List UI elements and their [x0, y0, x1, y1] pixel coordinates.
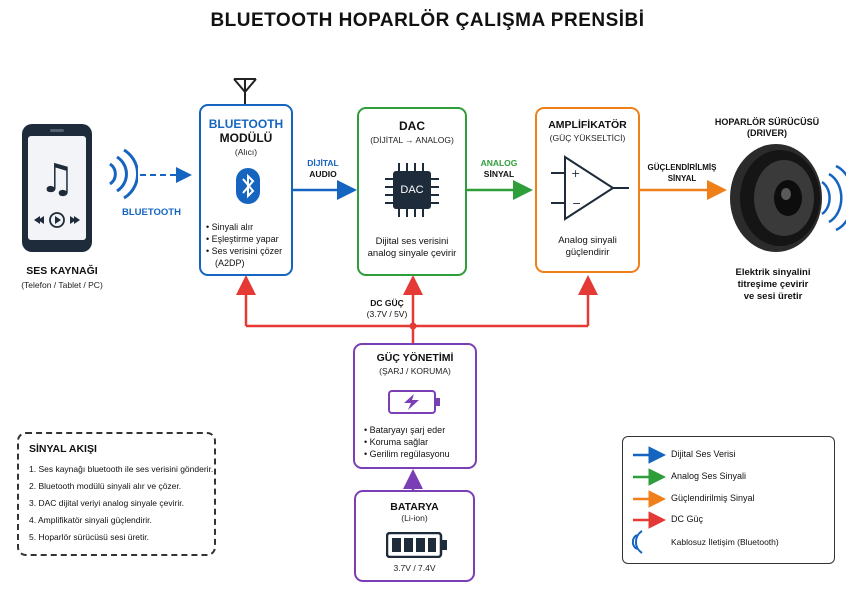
- list-item: • Bataryayı şarj eder: [364, 425, 446, 435]
- legend-item-analog: Analog Ses Sinyali: [671, 471, 747, 481]
- svg-text:♫: ♫: [39, 156, 75, 202]
- list-item: 5. Hoparlör sürücüsü sesi üretir.: [29, 532, 149, 542]
- list-item: 3. DAC dijital veriyi analog sinyale çev…: [29, 498, 184, 508]
- source-subtitle: (Telefon / Tablet / PC): [21, 280, 103, 290]
- legend-item-digital: Dijital Ses Verisi: [671, 449, 736, 459]
- bluetooth-link-label: BLUETOOTH: [122, 207, 181, 218]
- source-title: SES KAYNAĞI: [26, 265, 98, 277]
- power-subtitle: (ŞARJ / KORUMA): [379, 366, 451, 376]
- list-item: (A2DP): [215, 258, 245, 268]
- dc-junction: [409, 322, 417, 330]
- dac-chip-label: DAC: [400, 184, 424, 196]
- battery-title: BATARYA: [390, 501, 439, 513]
- dac-subtitle: (DİJİTAL → ANALOG): [370, 135, 454, 145]
- amplifier-icon: + −: [551, 155, 629, 221]
- antenna-icon: [233, 78, 257, 105]
- speaker-subtitle: (DRIVER): [747, 128, 787, 138]
- dac-title: DAC: [399, 119, 425, 133]
- page-title: BLUETOOTH HOPARLÖR ÇALIŞMA PRENSİBİ: [210, 10, 645, 31]
- dc-power-label: DC GÜÇ (3.7V / 5V): [366, 298, 408, 319]
- legend-box: Dijital Ses Verisi Analog Ses Sinyali Gü…: [622, 436, 835, 564]
- digital-audio-label: DİJİTAL AUDIO: [307, 158, 339, 179]
- chip-icon: [385, 163, 439, 217]
- amplified-signal-label: GÜÇLENDİRİLMİŞ SİNYAL: [647, 163, 717, 183]
- signal-flow-box: SİNYAL AKIŞI 1. Ses kaynağı bluetooth il…: [17, 432, 216, 556]
- bt-module-title-line2: MODÜLÜ: [219, 131, 273, 145]
- dac-box: DAC (DİJİTAL → ANALOG) DAC Dijital ses v…: [357, 107, 467, 276]
- legend-item-amplified: Güçlendirilmiş Sinyal: [671, 493, 755, 503]
- charging-battery-icon: [388, 390, 440, 414]
- signal-flow-title: SİNYAL AKIŞI: [29, 443, 97, 455]
- battery-subtitle: (Li-ion): [401, 513, 428, 523]
- bluetooth-icon: [236, 168, 260, 204]
- list-item: • Sinyali alır: [206, 222, 254, 232]
- amplifier-box: AMPLİFİKATÖR (GÜÇ YÜKSELTİCİ) + − Analog…: [535, 107, 640, 273]
- legend-item-wireless: Kablosuz İletişim (Bluetooth): [671, 537, 779, 547]
- battery-voltage: 3.7V / 7.4V: [393, 563, 436, 573]
- legend-item-dc: DC Güç: [671, 514, 704, 524]
- wireless-icon: [631, 530, 643, 554]
- speaker-description: Elektrik sinyalini titreşime çevirir ve …: [735, 267, 811, 302]
- source-label: SES KAYNAĞI (Telefon / Tablet / PC): [0, 265, 124, 290]
- phone-icon: ♫: [22, 124, 92, 252]
- bt-module-title-line1: BLUETOOTH: [208, 117, 284, 131]
- amp-subtitle: (GÜÇ YÜKSELTİCİ): [549, 133, 626, 143]
- power-bullets: • Bataryayı şarj eder • Koruma sağlar • …: [364, 424, 474, 460]
- list-item: • Koruma sağlar: [364, 437, 429, 447]
- list-item: 1. Ses kaynağı bluetooth ile ses verisin…: [29, 464, 214, 474]
- bt-module-bullets: • Sinyali alır • Eşleştirme yapar • Ses …: [206, 221, 292, 269]
- bluetooth-module-box: BLUETOOTH MODÜLÜ (Alıcı) • Sinyali alır …: [199, 104, 293, 276]
- dac-description: Dijital ses verisini analog sinyale çevi…: [367, 236, 457, 259]
- power-management-box: GÜÇ YÖNETİMİ (ŞARJ / KORUMA) • Bataryayı…: [353, 343, 477, 469]
- list-item: 2. Bluetooth modülü sinyali alır ve çöze…: [29, 481, 182, 491]
- legend-swatches: [631, 446, 666, 554]
- list-item: • Ses verisini çözer: [206, 246, 283, 256]
- speaker-header: HOPARLÖR SÜRÜCÜSÜ (DRIVER): [712, 117, 822, 139]
- list-item: • Gerilim regülasyonu: [364, 449, 450, 459]
- speaker-icon: [730, 144, 846, 252]
- wireless-waves-icon: [109, 148, 138, 200]
- amp-title: AMPLİFİKATÖR: [548, 119, 627, 131]
- power-title: GÜÇ YÖNETİMİ: [376, 352, 454, 364]
- list-item: 4. Amplifikatör sinyali güçlendirir.: [29, 515, 152, 525]
- signal-flow-steps: 1. Ses kaynağı bluetooth ile ses verisin…: [29, 461, 215, 546]
- svg-text:+: +: [571, 167, 580, 180]
- svg-text:−: −: [572, 197, 581, 210]
- bt-module-subtitle: (Alıcı): [234, 147, 258, 157]
- dc-power-bus: [246, 324, 588, 343]
- amp-description: Analog sinyali güçlendirir: [558, 235, 617, 258]
- battery-icon: [386, 532, 447, 558]
- analog-signal-label: ANALOG SİNYAL: [480, 158, 518, 179]
- speaker-title: HOPARLÖR SÜRÜCÜSÜ: [714, 117, 820, 127]
- battery-box: BATARYA (Li-ion) 3.7V / 7.4V: [354, 490, 475, 582]
- list-item: • Eşleştirme yapar: [206, 234, 279, 244]
